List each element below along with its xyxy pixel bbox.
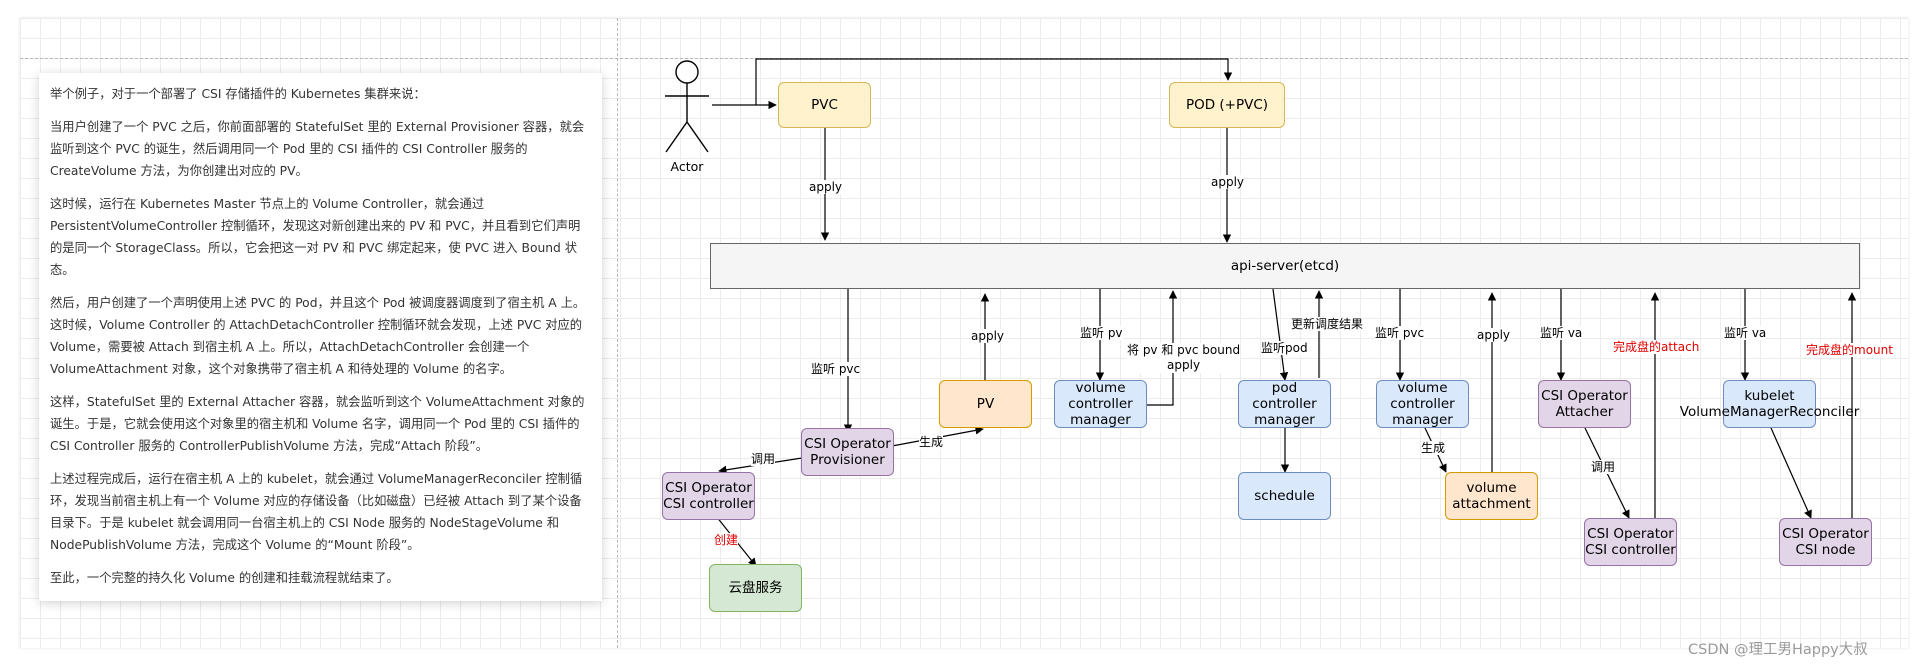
edge-label-update-schedule: 更新调度结果 [1291,317,1364,331]
csi-operator-provisioner-label: CSI Operator [804,436,891,452]
volume-controller-manager-label: controller [1390,396,1455,412]
actor-figure [665,60,709,153]
volume-controller-manager-label: controller [1068,396,1133,412]
edge-label-watch-va-2: 监听 va [1724,326,1767,340]
edge-label-create: 创建 [714,533,739,547]
actor-label: Actor [670,159,704,174]
article-paragraph: 然后，用户创建了一个声明使用上述 PVC 的 Pod，并且这个 Pod 被调度器… [50,296,586,376]
pod-controller-manager-label: manager [1254,412,1315,428]
article-paragraph: 当用户创建了一个 PVC 之后，你前面部署的 StatefulSet 里的 Ex… [50,120,585,178]
edge-label-bind-line: apply [1167,358,1201,372]
csi-operator-csi-controller-label: CSI Operator [1587,526,1674,542]
api-server-node[interactable]: api-server(etcd) [710,243,1860,289]
edge-label-attach-done: 完成盘的attach [1613,340,1700,354]
article-paragraph: 这时候，运行在 Kubernetes Master 节点上的 Volume Co… [50,197,581,277]
edge-label-call-attach: 调用 [1591,460,1616,474]
csi-operator-csi-controller-label: CSI controller [1585,542,1676,558]
volume-controller-manager-node-2[interactable]: volume controller manager [1376,380,1469,428]
edge-vcm1-to-api [1146,290,1178,406]
pvc-node[interactable]: PVC [778,82,871,128]
csi-operator-attacher-label: CSI Operator [1541,388,1628,404]
edge-label-apply-va: apply [1477,328,1511,342]
pvc-node-label: PVC [811,97,838,113]
edge-label-bind-pv-pvc: 将 pv 和 pvc bound apply [1127,343,1241,373]
edge-label-generate-pv: 生成 [919,435,944,449]
volume-controller-manager-label: volume [1075,380,1126,396]
csi-operator-csi-node-node[interactable]: CSI Operator CSI node [1779,518,1872,566]
volume-controller-manager-label: volume [1397,380,1448,396]
edge-label-bind-line: 将 pv 和 pvc bound [1127,343,1241,357]
pod-node[interactable]: POD (+PVC) [1169,82,1285,128]
cloud-disk-service-node[interactable]: 云盘服务 [709,564,802,612]
volume-controller-manager-label: manager [1392,412,1453,428]
edge-label-watch-va: 监听 va [1540,326,1583,340]
edge-label-watch-pvc-2: 监听 pvc [1375,326,1425,340]
csi-operator-csi-controller-node-2[interactable]: CSI Operator CSI controller [1584,518,1677,566]
kubelet-label: VolumeManagerReconciler [1679,404,1860,420]
pv-node-label: PV [976,396,995,412]
edge-label-apply-pv: apply [971,329,1005,343]
volume-attachment-node[interactable]: volume attachment [1445,472,1538,520]
edge-label-generate-va: 生成 [1421,441,1446,455]
csi-operator-provisioner-label: Provisioner [810,452,885,468]
csi-operator-provisioner-node[interactable]: CSI Operator Provisioner [801,428,894,476]
api-server-label: api-server(etcd) [1230,258,1340,274]
article-paragraph: 这样，StatefulSet 里的 External Attacher 容器，就… [50,395,585,453]
article-text-panel: 举个例子，对于一个部署了 CSI 存储插件的 Kubernetes 集群来说： … [39,73,602,601]
csi-operator-csi-controller-label: CSI Operator [665,480,752,496]
csi-operator-csi-node-label: CSI Operator [1782,526,1869,542]
csi-operator-attacher-node[interactable]: CSI Operator Attacher [1538,380,1631,428]
article-paragraph: 至此，一个完整的持久化 Volume 的创建和挂载流程就结束了。 [50,571,399,585]
volume-controller-manager-node[interactable]: volume controller manager [1054,380,1147,428]
pv-node[interactable]: PV [939,380,1032,428]
volume-attachment-label: attachment [1452,496,1531,512]
pod-controller-manager-label: pod [1271,380,1298,396]
schedule-label: schedule [1254,488,1315,504]
vertical-guide-line [617,18,618,648]
cloud-disk-service-label: 云盘服务 [728,580,783,596]
edge-api-to-pod-controller [1272,288,1289,381]
volume-controller-manager-label: manager [1070,412,1131,428]
article-paragraph: 上述过程完成后，运行在宿主机 A 上的 kubelet，就会通过 VolumeM… [50,472,583,552]
edge-label-apply-pod: apply [1211,175,1245,189]
pod-node-label: POD (+PVC) [1185,97,1269,113]
csi-operator-csi-controller-node[interactable]: CSI Operator CSI controller [662,472,755,520]
kubelet-node[interactable]: kubelet VolumeManagerReconciler [1680,380,1859,428]
edge-label-watch-pv: 监听 pv [1080,326,1123,340]
csi-operator-csi-node-label: CSI node [1795,542,1856,558]
edge-label-apply-pvc: apply [809,180,843,194]
edge-actor-to-pod [755,58,1233,105]
edge-label-watch-pvc: 监听 pvc [811,362,861,376]
kubelet-label: kubelet [1744,388,1795,404]
edge-label-call-csi: 调用 [751,452,776,466]
edge-kubelet-to-csi-node [1770,427,1812,519]
schedule-node[interactable]: schedule [1238,472,1331,520]
edge-label-watch-pod: 监听pod [1261,341,1308,355]
article-paragraph: 举个例子，对于一个部署了 CSI 存储插件的 Kubernetes 集群来说： [50,87,426,101]
volume-attachment-label: volume [1466,480,1517,496]
pod-controller-manager-node[interactable]: pod controller manager [1238,380,1331,428]
csi-operator-csi-controller-label: CSI controller [663,496,754,512]
csi-operator-attacher-label: Attacher [1555,404,1614,420]
pod-controller-manager-label: controller [1252,396,1317,412]
edge-label-mount-done: 完成盘的mount [1806,343,1893,357]
csdn-watermark: CSDN @理工男Happy大叔 [1688,642,1868,658]
